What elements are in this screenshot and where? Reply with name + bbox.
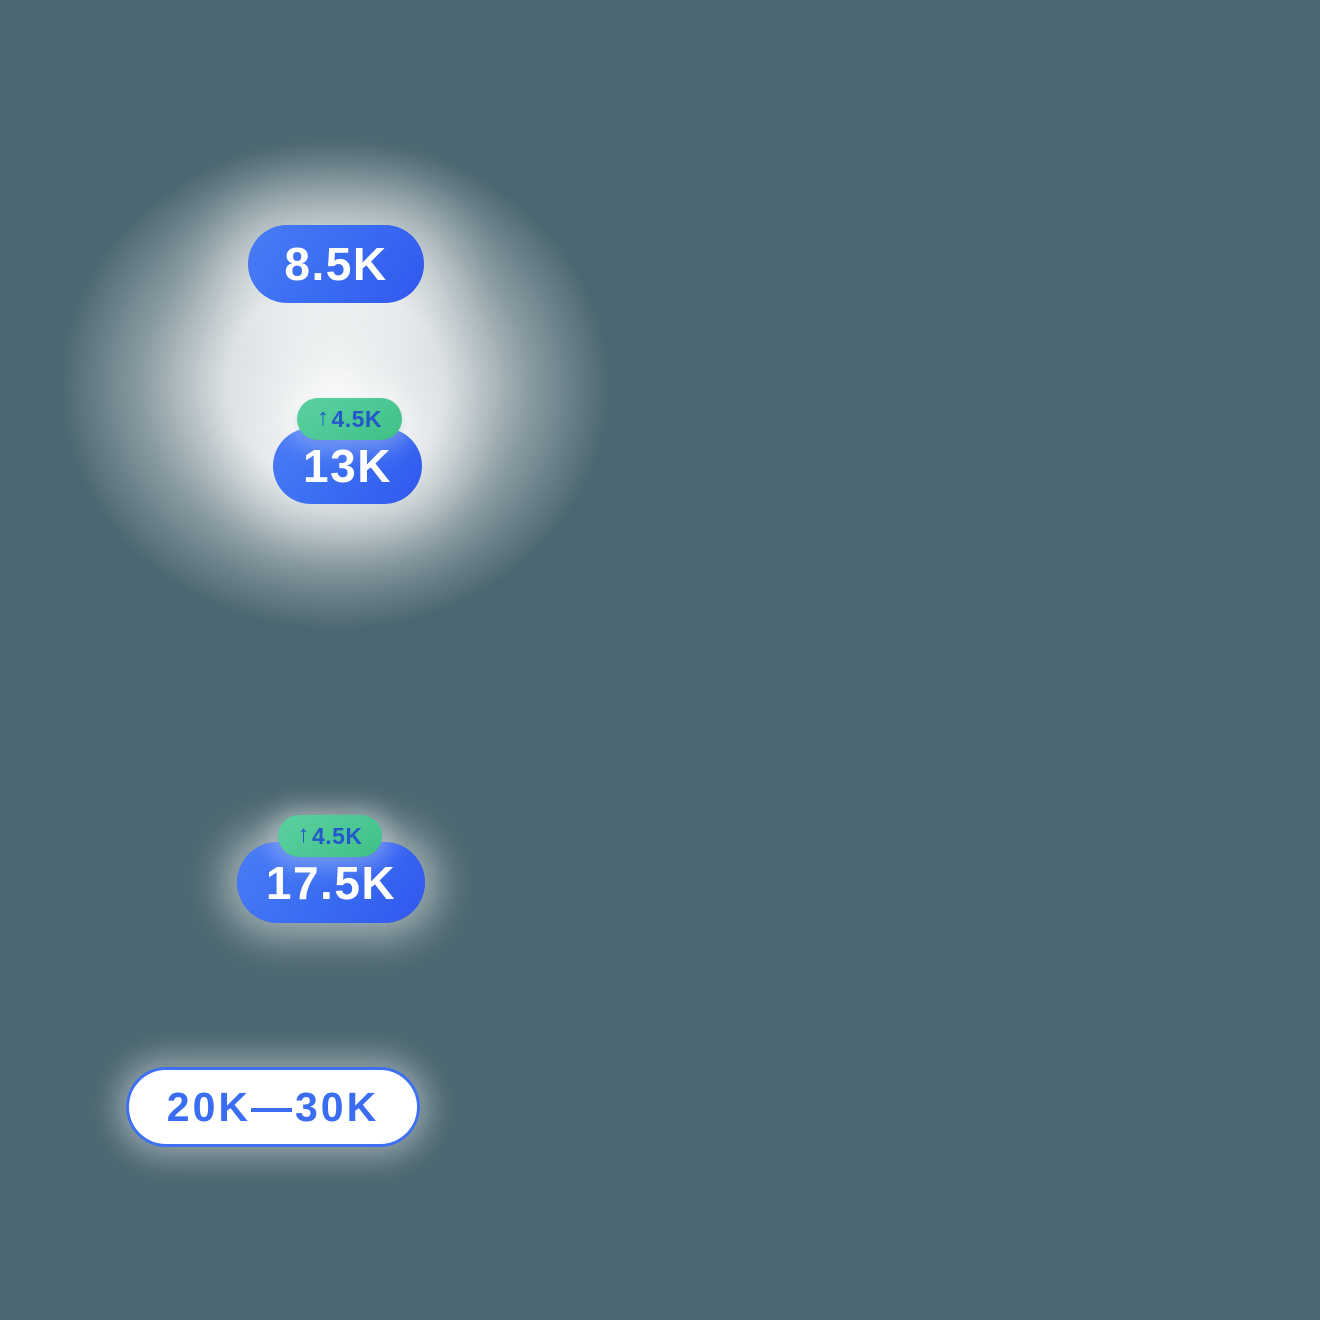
value-pill-17-5k[interactable]: 17.5K (237, 842, 425, 923)
range-pill-20k-30k[interactable]: 20K—30K (126, 1067, 420, 1147)
delta-value-label: 4.5K (311, 822, 363, 849)
arrow-up-icon: ↑ (316, 404, 330, 431)
delta-badge-13k: ↑ 4.5K (297, 398, 402, 440)
range-value-label: 20K—30K (166, 1083, 380, 1130)
delta-value-label: 4.5K (331, 405, 383, 432)
arrow-up-icon: ↑ (297, 821, 310, 848)
value-pill-8-5k[interactable]: 8.5K (248, 225, 424, 303)
pill-value-label: 8.5K (284, 238, 388, 290)
delta-badge-17-5k: ↑ 4.5K (278, 815, 382, 857)
pill-value-label: 13K (303, 440, 392, 492)
white-glow-haze (60, 140, 610, 630)
value-pill-13k[interactable]: 13K (273, 428, 422, 504)
pill-value-label: 17.5K (265, 856, 397, 909)
